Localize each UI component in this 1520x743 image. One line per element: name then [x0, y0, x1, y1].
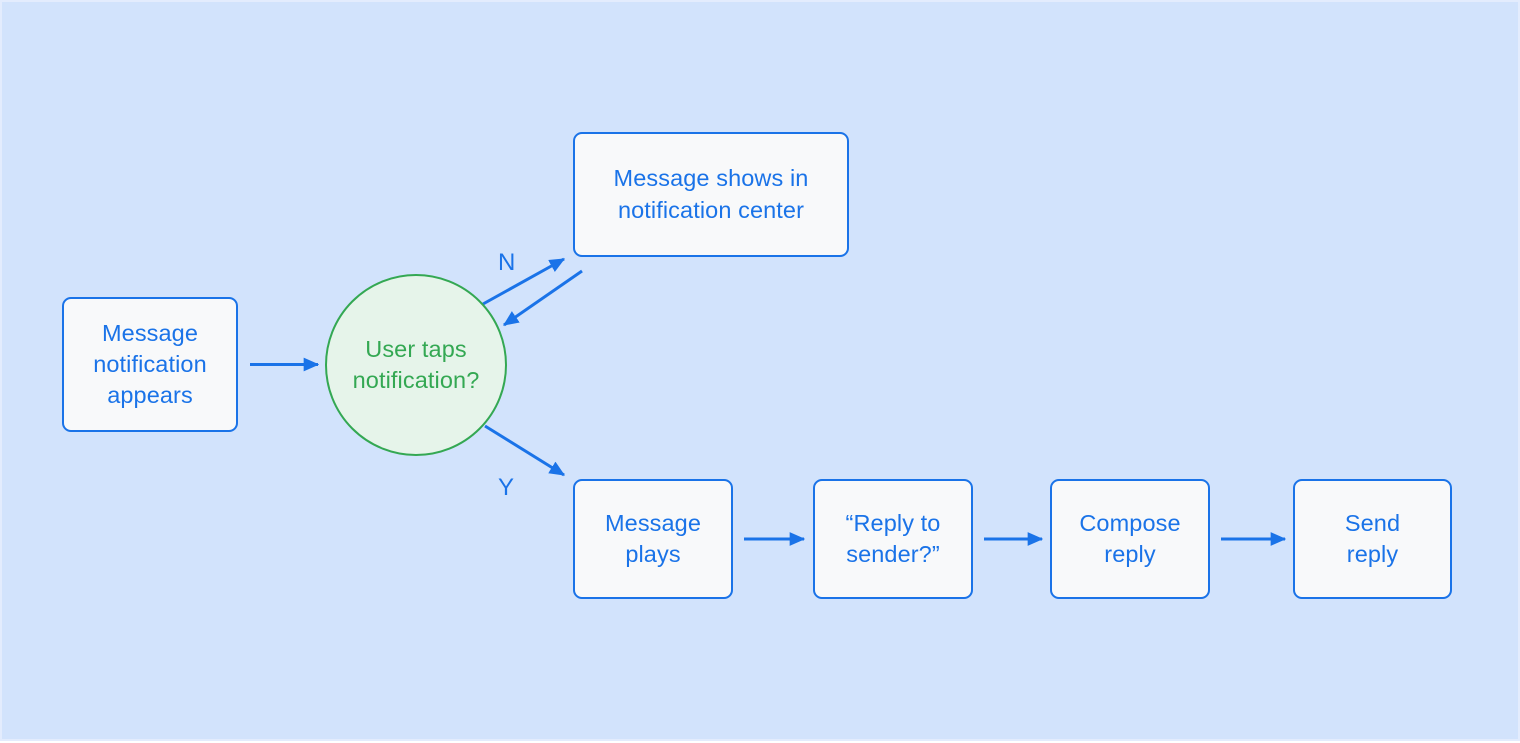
node-send-reply[interactable]: Send reply	[1293, 479, 1452, 599]
edge-decision-to-plays	[484, 424, 566, 477]
node-compose-reply[interactable]: Compose reply	[1050, 479, 1210, 599]
edge-label-yes: Y	[498, 474, 515, 501]
node-message-shows-in-notification-center[interactable]: Message shows in notification center	[573, 132, 849, 257]
edge-decision-to-notif-center	[482, 257, 566, 306]
node-user-taps-notification-decision[interactable]: User taps notification?	[325, 274, 507, 456]
edge-notif-center-to-decision	[502, 269, 583, 327]
node-reply-to-sender-prompt[interactable]: “Reply to sender?”	[813, 479, 973, 599]
edge-label-no: N	[498, 249, 516, 276]
node-message-plays[interactable]: Message plays	[573, 479, 733, 599]
node-message-notification-appears[interactable]: Message notification appears	[62, 297, 238, 432]
